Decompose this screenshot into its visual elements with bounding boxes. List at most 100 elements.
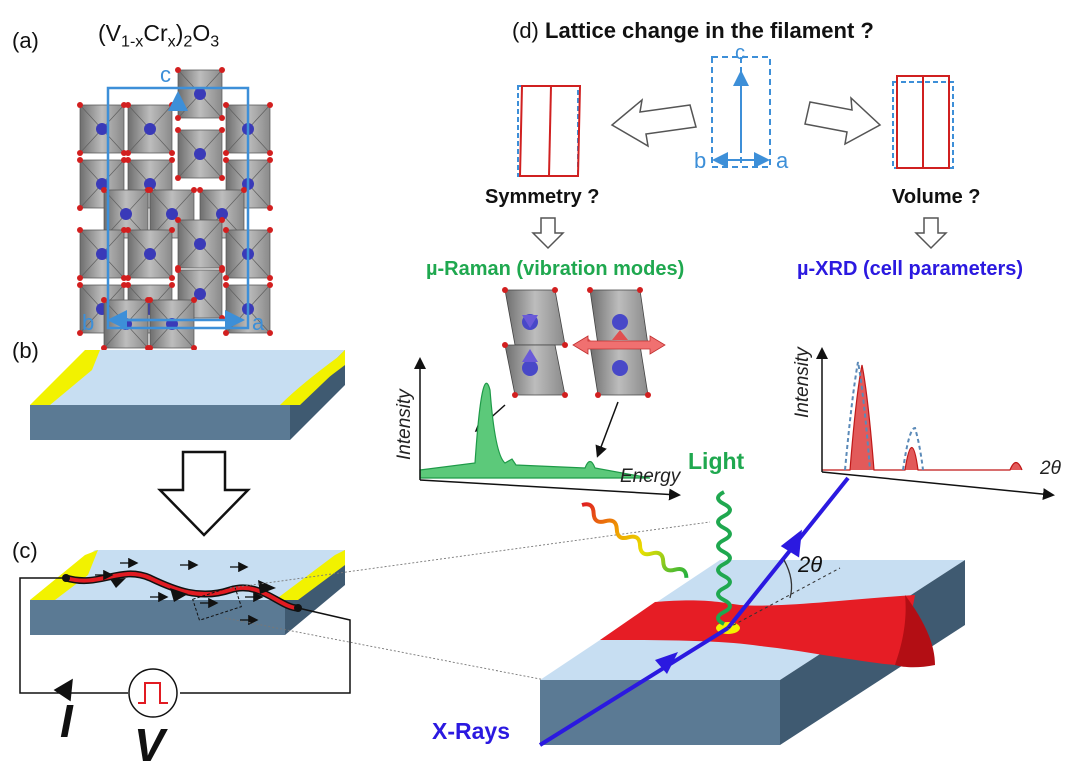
vibration-mode-2: [572, 289, 666, 396]
oxygen-atom: [223, 227, 229, 233]
oxygen-atom: [267, 330, 273, 336]
light-label: Light: [688, 448, 745, 474]
raman-title: µ-Raman (vibration modes): [426, 258, 685, 280]
oxygen-atom: [147, 297, 153, 303]
oxygen-atom: [125, 102, 131, 108]
zoomed-filament: [600, 595, 915, 665]
oxygen-atom: [169, 157, 175, 163]
circuit: [19, 577, 351, 718]
oxygen-atom: [101, 187, 107, 193]
unit-cell-outline: [106, 86, 250, 330]
raman-ylabel: Intensity: [394, 389, 415, 460]
symmetry-label: Symmetry ?: [485, 186, 600, 208]
lattice-label-c: c: [160, 62, 171, 87]
oxygen-atom: [267, 150, 273, 156]
oxygen-atom: [175, 267, 181, 273]
formula-cr: Cr: [143, 20, 168, 46]
device-block-c: [30, 550, 345, 635]
oxygen-atom: [267, 102, 273, 108]
oxygen-atom: [77, 157, 83, 163]
formula-sub-2: 2: [183, 32, 193, 51]
oxygen-atom: [125, 150, 131, 156]
vanadium-atom: [144, 123, 156, 135]
formula-sub-x: x: [167, 32, 176, 51]
vanadium-atom: [144, 178, 156, 190]
oxygen-atom: [101, 297, 107, 303]
raman-plot: [414, 357, 681, 501]
oxygen-atom: [169, 282, 175, 288]
oxygen-atom: [219, 67, 225, 73]
vanadium-atom: [96, 178, 108, 190]
angle-label: 2θ: [798, 552, 823, 577]
oxygen-atom: [125, 282, 131, 288]
oxygen-atom: [267, 227, 273, 233]
oxygen-atom: [77, 330, 83, 336]
xrd-xlabel: 2θ: [1040, 458, 1061, 479]
device-block-b: [30, 350, 345, 440]
arrow-down-raman: [531, 217, 565, 250]
xray-label: X-Rays: [432, 718, 510, 744]
oxygen-atom: [191, 345, 197, 351]
vanadium-atom: [194, 238, 206, 250]
raman-scattered-wave: [581, 502, 689, 578]
oxygen-atom: [241, 187, 247, 193]
oxygen-atom: [267, 275, 273, 281]
panel-label-a: (a): [12, 28, 39, 53]
lattice-label-b: b: [82, 310, 95, 335]
zoom-region: [192, 585, 242, 621]
zoomed-substrate: [540, 560, 965, 745]
oxygen-atom: [219, 217, 225, 223]
oxygen-atom: [219, 115, 225, 121]
oxygen-atom: [77, 275, 83, 281]
oxygen-atom: [101, 345, 107, 351]
vanadium-atom: [96, 123, 108, 135]
oxygen-atom: [125, 227, 131, 233]
vanadium-atom: [144, 248, 156, 260]
vanadium-atom: [166, 208, 178, 220]
oxygen-atom: [77, 150, 83, 156]
oxygen-atom: [223, 102, 229, 108]
xrd-title: µ-XRD (cell parameters): [797, 258, 1024, 280]
oxygen-atom: [175, 67, 181, 73]
oxygen-atom: [125, 275, 131, 281]
formula-sub-1: 1-x: [121, 32, 144, 51]
oxygen-atom: [175, 115, 181, 121]
oxygen-atom: [175, 175, 181, 181]
vanadium-atom: [194, 148, 206, 160]
oxygen-atom: [223, 275, 229, 281]
formula-close: ): [175, 20, 184, 46]
cell-label-a: a: [776, 148, 789, 173]
voltage-label: V: [134, 719, 165, 771]
vanadium-atom: [120, 208, 132, 220]
oxygen-markers-vibration: [502, 287, 651, 398]
current-arrows: [95, 557, 264, 626]
oxygen-atom: [147, 345, 153, 351]
oxygen-atom: [219, 127, 225, 133]
oxygen-atom: [219, 175, 225, 181]
xrd-ylabel: Intensity: [792, 347, 813, 418]
vanadium-atom: [216, 208, 228, 220]
panel-d-title: (d) Lattice change in the filament ?: [512, 18, 874, 44]
oxygen-atom: [169, 150, 175, 156]
title-text: Lattice change in the filament ?: [545, 18, 874, 43]
arrow-to-symmetry: [610, 98, 697, 148]
lattice-label-a: a: [252, 310, 265, 335]
xray-beam: [538, 476, 850, 747]
oxygen-atom: [223, 157, 229, 163]
xrd-plot: [816, 347, 1055, 501]
oxygen-atom: [219, 267, 225, 273]
cell-label-c: c: [735, 42, 745, 64]
formula-o: O: [192, 20, 211, 46]
oxygen-atom: [191, 297, 197, 303]
oxygen-atom: [77, 102, 83, 108]
oxygen-atom: [169, 102, 175, 108]
oxygen-atom: [191, 187, 197, 193]
vibration-mode-1: [504, 289, 566, 396]
oxygen-atom: [77, 205, 83, 211]
crystal-structure: [77, 67, 273, 351]
volume-cell: [892, 75, 954, 169]
oxygen-atom: [169, 227, 175, 233]
compound-formula: (V1-xCrx)2O3: [98, 20, 219, 52]
oxygen-atom: [267, 205, 273, 211]
